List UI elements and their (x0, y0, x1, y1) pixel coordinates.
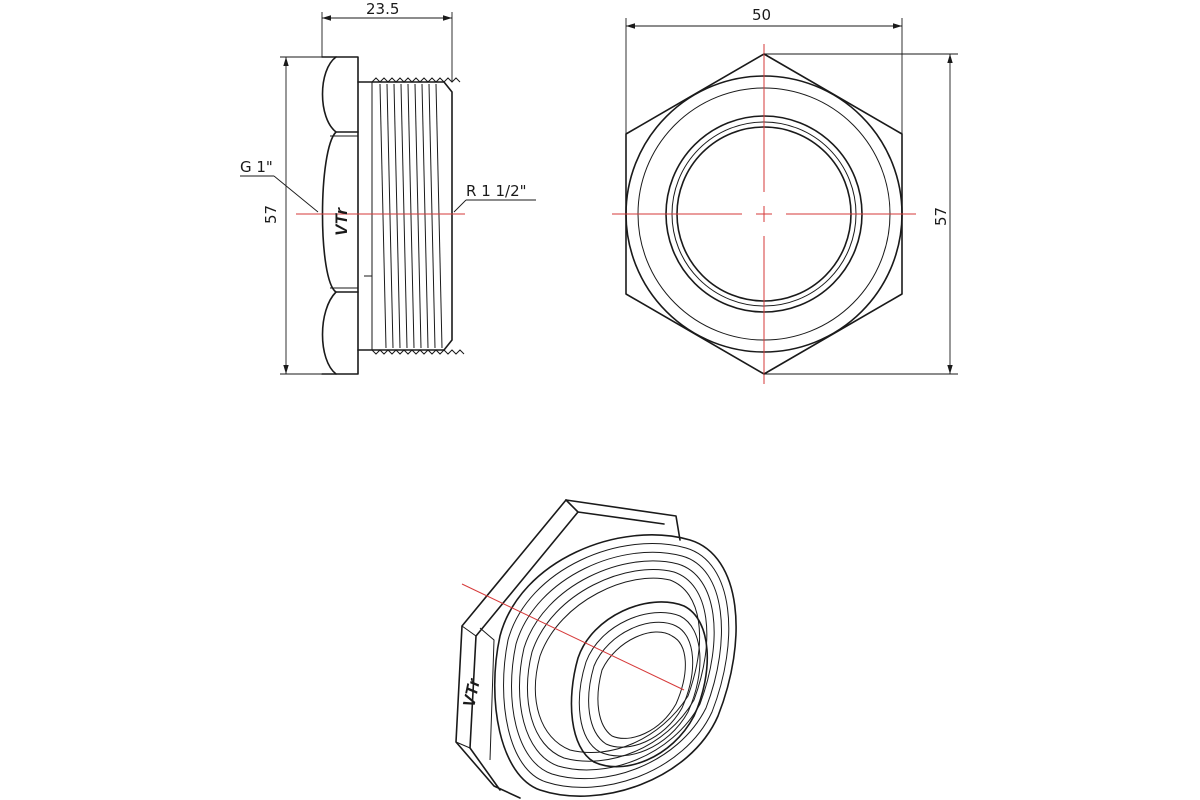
front-center-axes (612, 44, 916, 384)
inner-thread-callout: G 1" (240, 158, 319, 213)
dimension-side-length: 23.5 (321, 0, 453, 82)
front-view: 50 57 (612, 6, 958, 384)
side-view: VTr 23.5 57 G 1" R 1 1/2" (240, 0, 536, 375)
iso-bore (570, 601, 709, 768)
outer-thread-label: R 1 1/2" (466, 182, 527, 200)
front-height-label: 57 (932, 207, 950, 226)
inner-thread-label: G 1" (240, 158, 273, 176)
front-width-label: 50 (752, 6, 771, 24)
side-height-label: 57 (262, 205, 280, 224)
dimension-front-height: 57 (764, 53, 958, 375)
iso-thread-body (494, 534, 737, 797)
outer-thread-callout: R 1 1/2" (453, 182, 536, 213)
dimension-side-height: 57 (262, 56, 322, 375)
dimension-front-width: 50 (625, 6, 903, 134)
iso-brand-logo: VTr (459, 676, 484, 709)
side-thread-body (357, 77, 465, 355)
isometric-view: VTr (455, 499, 737, 799)
side-brand-logo: VTr (332, 207, 351, 236)
side-length-label: 23.5 (366, 0, 399, 18)
iso-center-axis (461, 583, 685, 691)
iso-hex-body (455, 499, 681, 799)
